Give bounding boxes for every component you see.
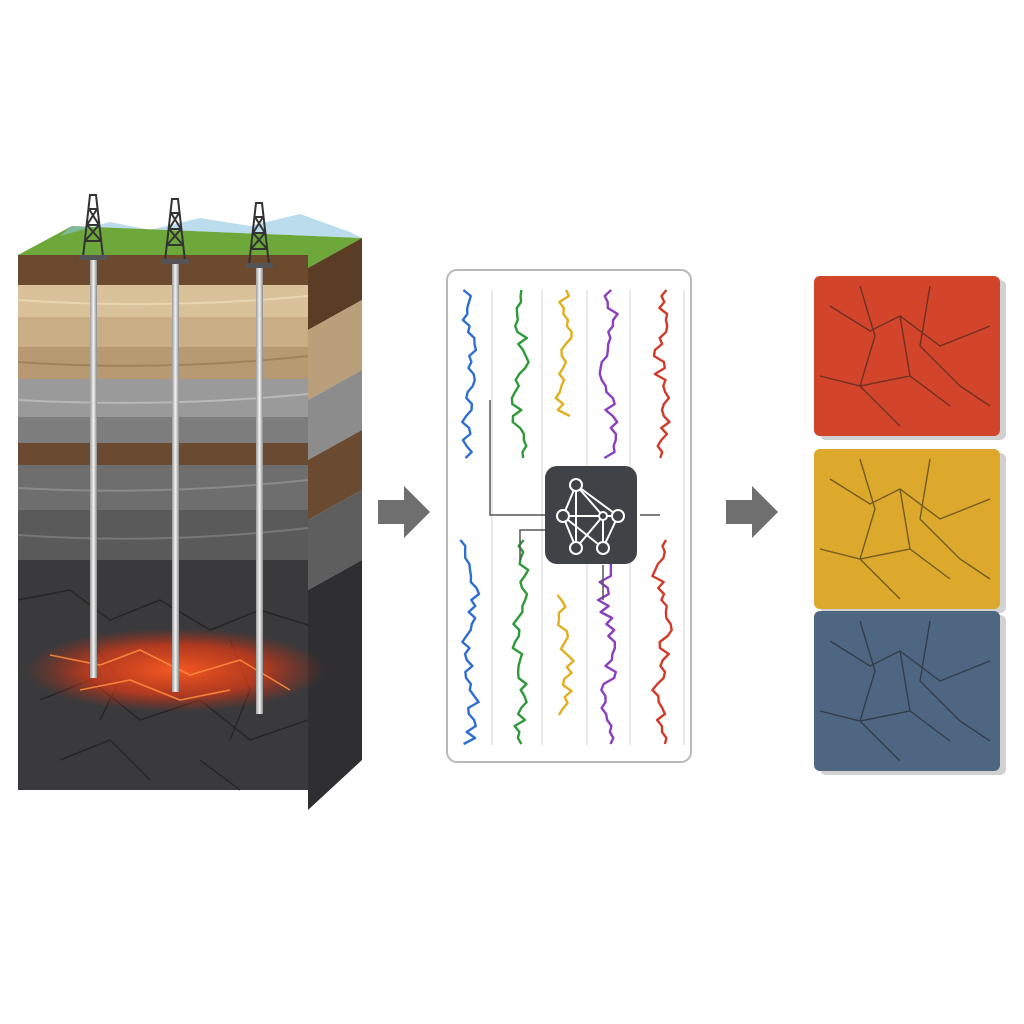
log-curve (652, 289, 671, 459)
cracked-rock-icon (814, 611, 1006, 775)
log-curve (598, 289, 619, 460)
right-arrow-icon (726, 486, 778, 538)
log-curve (554, 289, 573, 418)
right-arrow-icon (378, 486, 430, 538)
log-curve (461, 289, 478, 459)
drilling-rig-icon (245, 202, 273, 268)
log-curve (459, 539, 481, 746)
subsurface-block (17, 194, 362, 810)
log-curve (556, 594, 575, 716)
cracked-rock-icon (814, 449, 1006, 613)
wellbore-3 (256, 266, 263, 714)
log-tracks (459, 289, 685, 746)
log-curve (596, 539, 617, 745)
cracked-rock-icon (814, 276, 1006, 440)
wells (79, 194, 273, 714)
neural-network-icon (545, 466, 637, 564)
log-curve (651, 539, 673, 745)
output-classes (814, 276, 1006, 775)
drilling-rig-icon (79, 194, 107, 260)
well-log-panel (446, 269, 692, 763)
wellbore-1 (90, 258, 97, 678)
drilling-rig-icon (161, 198, 189, 264)
side-face (308, 238, 362, 810)
wellbore-2 (172, 262, 179, 692)
log-curve (511, 539, 530, 745)
log-curve (510, 289, 530, 459)
